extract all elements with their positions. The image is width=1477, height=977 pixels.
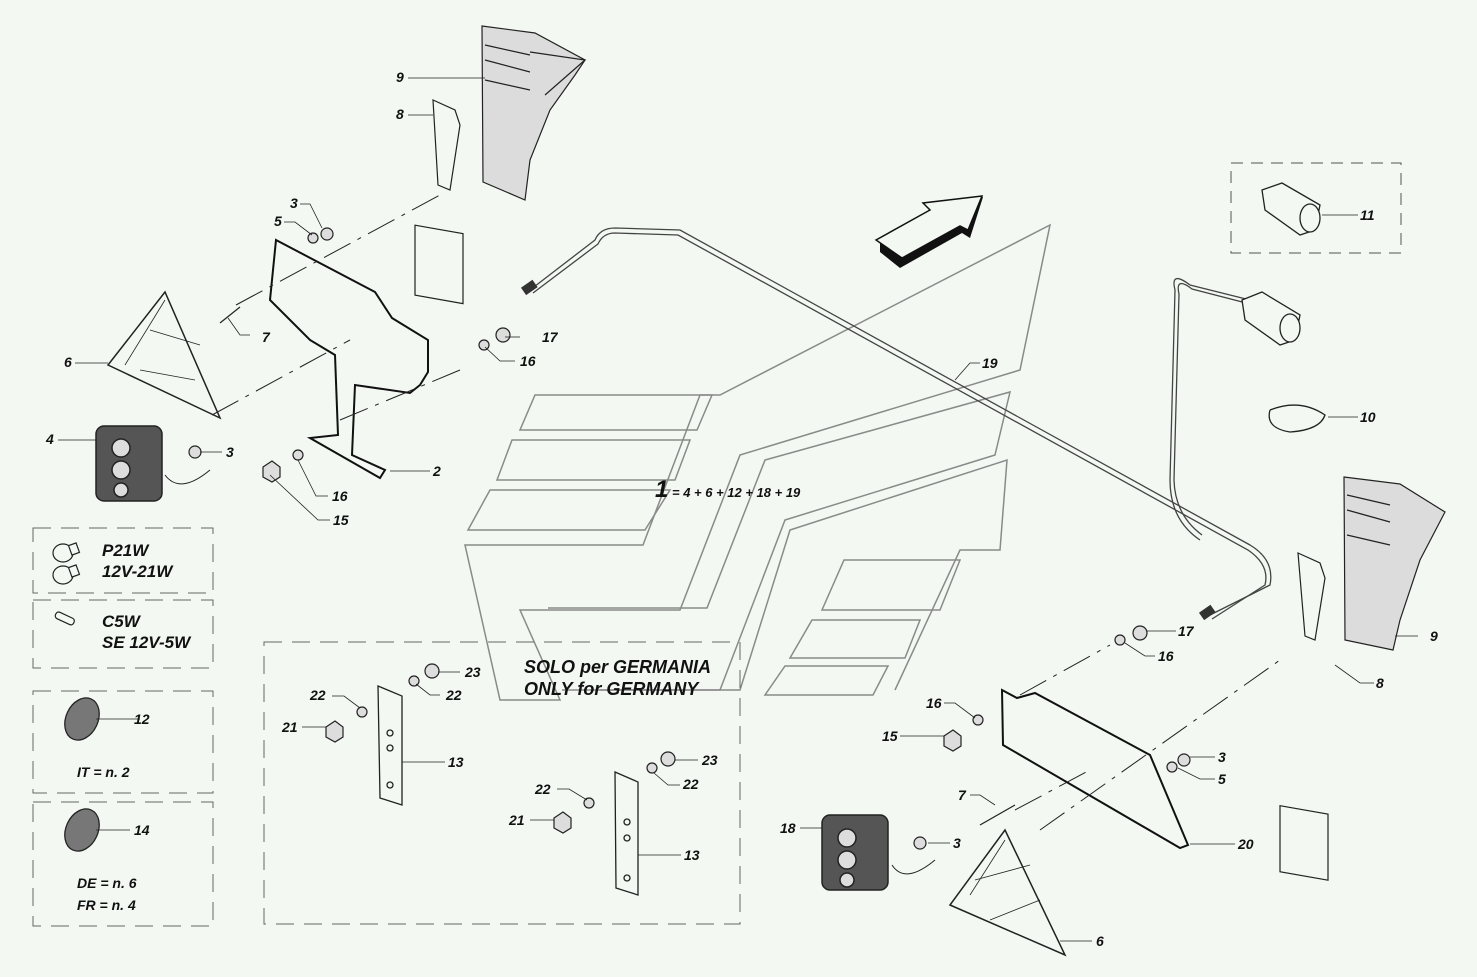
connector-spare-box (1230, 162, 1402, 254)
callout-3: 3 (290, 195, 298, 211)
cable-clamp-ring (1268, 404, 1326, 433)
callout-22c: 22 (535, 781, 551, 797)
callout-23b: 23 (702, 752, 718, 768)
reflector-qty-fr: FR = n. 4 (77, 897, 136, 913)
reflector-qty-it: IT = n. 2 (77, 764, 130, 780)
hardware-germany (325, 663, 676, 834)
triangle-reflector-right (948, 828, 1067, 957)
callout-17r: 17 (1178, 623, 1194, 639)
mudflap-bracket-left (414, 99, 464, 305)
mudflap-left (481, 25, 587, 201)
callout-21: 21 (282, 719, 298, 735)
licence-plate-bracket-right (1000, 688, 1190, 850)
cable-connector-end (520, 279, 538, 296)
callout-14: 14 (134, 822, 150, 838)
round-reflector-icon (64, 697, 100, 852)
callout-8: 8 (396, 106, 404, 122)
callout-15r: 15 (882, 728, 898, 744)
callout-23: 23 (465, 664, 481, 680)
callout-3r: 3 (1218, 749, 1226, 765)
reflector-qty-de: DE = n. 6 (77, 875, 137, 891)
licence-plate-bracket-left (268, 238, 429, 480)
callout-22b: 22 (446, 687, 462, 703)
callout-3b: 3 (226, 444, 234, 460)
callout-16b: 16 (332, 488, 348, 504)
callout-22d: 22 (683, 776, 699, 792)
bulb-code: P21W (102, 541, 149, 560)
callout-15: 15 (333, 512, 349, 528)
callout-16r2: 16 (926, 695, 942, 711)
callout-9: 9 (396, 69, 404, 85)
callout-20: 20 (1238, 836, 1254, 852)
watermark-logo (464, 223, 1052, 701)
callout-leaders (58, 77, 1418, 942)
callout-19: 19 (982, 355, 998, 371)
callout-10: 10 (1360, 409, 1376, 425)
assembly-lines-left (211, 194, 461, 421)
bulb-rating: 12V-21W (102, 562, 173, 581)
callout-18: 18 (780, 820, 796, 836)
cable-connector-end (1198, 604, 1216, 621)
callout-22: 22 (310, 687, 326, 703)
callout-7: 7 (262, 329, 270, 345)
hardware-right (913, 625, 1191, 850)
mounting-bar-13 (377, 685, 639, 896)
callout-9r: 9 (1430, 628, 1438, 644)
assembly-lines-right (1014, 644, 1281, 831)
cable-harness (529, 227, 1272, 620)
rear-lamp-left (95, 425, 211, 502)
hardware-left (188, 227, 511, 483)
plug-connector (1241, 182, 1321, 346)
bulb-code: C5W (102, 612, 140, 631)
callout-5: 5 (274, 213, 282, 229)
festoon-bulb-icon (54, 611, 75, 626)
assembly-formula: 1 = 4 + 6 + 12 + 18 + 19 (655, 476, 800, 504)
callout-17: 17 (542, 329, 558, 345)
bulb-box-frames (32, 527, 741, 927)
callout-12: 12 (134, 711, 150, 727)
callout-6r: 6 (1096, 933, 1104, 949)
callout-13b: 13 (684, 847, 700, 863)
assembly-equation: = 4 + 6 + 12 + 18 + 19 (671, 485, 801, 500)
rear-lamp-right (821, 814, 936, 891)
direction-arrow-icon (874, 195, 984, 268)
callout-6: 6 (64, 354, 72, 370)
bulb-spec-p21w: P21W 12V-21W (102, 540, 172, 582)
bulb-icon (52, 542, 81, 585)
triangle-reflector-left (106, 290, 222, 420)
bulb-spec-c5w: C5W SE 12V-5W (102, 611, 190, 653)
callout-5r: 5 (1218, 771, 1226, 787)
callout-11: 11 (1360, 207, 1375, 223)
callout-7r: 7 (958, 787, 966, 803)
assembly-number: 1 (655, 476, 669, 503)
mudflap-right (1343, 476, 1446, 651)
callout-16r: 16 (1158, 648, 1174, 664)
note-line-italian: SOLO per GERMANIA (524, 657, 712, 677)
bulb-rating: SE 12V-5W (102, 633, 191, 652)
mudflap-bracket-right (1279, 552, 1329, 881)
callout-21b: 21 (509, 812, 525, 828)
callout-4: 4 (46, 431, 54, 447)
callout-8r: 8 (1376, 675, 1384, 691)
callout-2: 2 (433, 463, 441, 479)
callout-16: 16 (520, 353, 536, 369)
callout-13: 13 (448, 754, 464, 770)
note-line-english: ONLY for GERMANY (524, 679, 699, 699)
callout-3r2: 3 (953, 835, 961, 851)
germany-only-note: SOLO per GERMANIA ONLY for GERMANY (524, 656, 711, 700)
